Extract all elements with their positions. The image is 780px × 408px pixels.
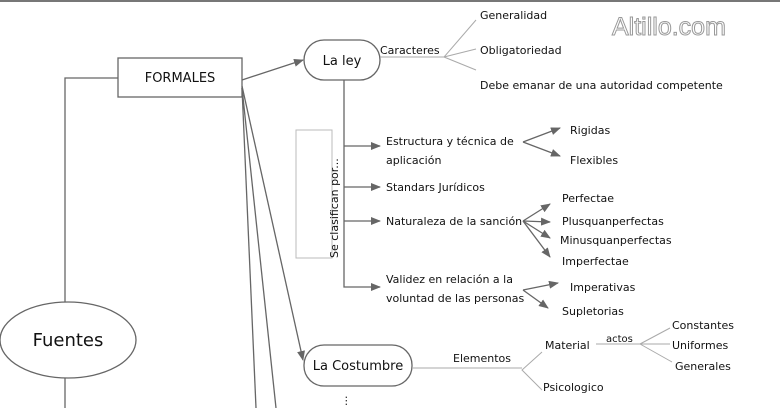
estructura-item: Flexibles [570, 154, 618, 167]
arrow-imperativas [522, 280, 559, 291]
validez-item: Imperativas [570, 281, 636, 294]
fork-generales [639, 343, 673, 363]
actos-item: Generales [675, 360, 731, 373]
formales-node[interactable] [117, 57, 243, 98]
connector-formales-4 [241, 87, 257, 408]
fork-elementos [521, 351, 543, 391]
clasifican-box [295, 129, 333, 259]
arrow-formales-costumbre [241, 85, 305, 361]
branch-validez [343, 80, 381, 291]
naturaleza-item: Perfectae [562, 192, 614, 205]
costumbre-node[interactable] [303, 344, 413, 387]
naturaleza-item: Minusquanperfectas [560, 234, 672, 247]
costumbre-label: La Costumbre [313, 359, 403, 374]
arrow-perfectae [522, 203, 551, 222]
root-label: Fuentes [33, 330, 104, 351]
root-node[interactable] [0, 301, 137, 379]
arrow-flexibles [522, 141, 561, 157]
naturaleza-label: Naturaleza de la sanción [386, 215, 522, 228]
naturaleza-item: Imperfectae [562, 255, 629, 268]
actos-item: Constantes [672, 319, 734, 332]
caracter-item: Obligatoriedad [480, 44, 562, 57]
estructura-item: Rigidas [570, 124, 610, 137]
formales-label: FORMALES [145, 71, 216, 86]
psicologico-label: Psicologico [543, 381, 604, 394]
costumbre-more: ... [337, 396, 350, 407]
connector-formales-3 [241, 87, 277, 408]
caracteres-label: Caracteres [380, 44, 440, 57]
naturaleza-item: Plusquanperfectas [562, 215, 664, 228]
validez-label: Validez en relación a la [386, 273, 513, 286]
caracter-item: Generalidad [480, 9, 547, 22]
caracter-item: Debe emanar de una autoridad competente [480, 79, 723, 92]
connector-root-formales [64, 77, 118, 302]
fork-caracteres [443, 19, 477, 71]
validez-label-2: voluntad de las personas [386, 292, 524, 305]
actos-label: actos [606, 334, 633, 345]
validez-item: Supletorias [562, 305, 624, 318]
watermark: Altillo.com [612, 13, 726, 41]
arrow-rigidas [522, 127, 561, 143]
arrow-imperfectae [522, 220, 551, 258]
arrow-minusquan [522, 220, 551, 239]
fork-caracteres-mid [443, 48, 477, 58]
clasifican-label: Se clasifican por... [328, 158, 341, 258]
ley-label: La ley [323, 54, 362, 69]
ley-node[interactable] [303, 39, 381, 81]
arrow-supletorias [522, 289, 549, 309]
arrow-plusquan [522, 217, 551, 226]
fork-constantes [639, 327, 671, 345]
standars-label: Standars Jurídicos [386, 181, 485, 194]
elementos-label: Elementos [453, 352, 511, 365]
estructura-label-2: aplicación [386, 154, 441, 167]
material-label: Material [545, 339, 590, 352]
actos-item: Uniformes [672, 339, 728, 352]
arrow-formales-ley [241, 59, 304, 81]
estructura-label: Estructura y técnica de [386, 135, 514, 148]
